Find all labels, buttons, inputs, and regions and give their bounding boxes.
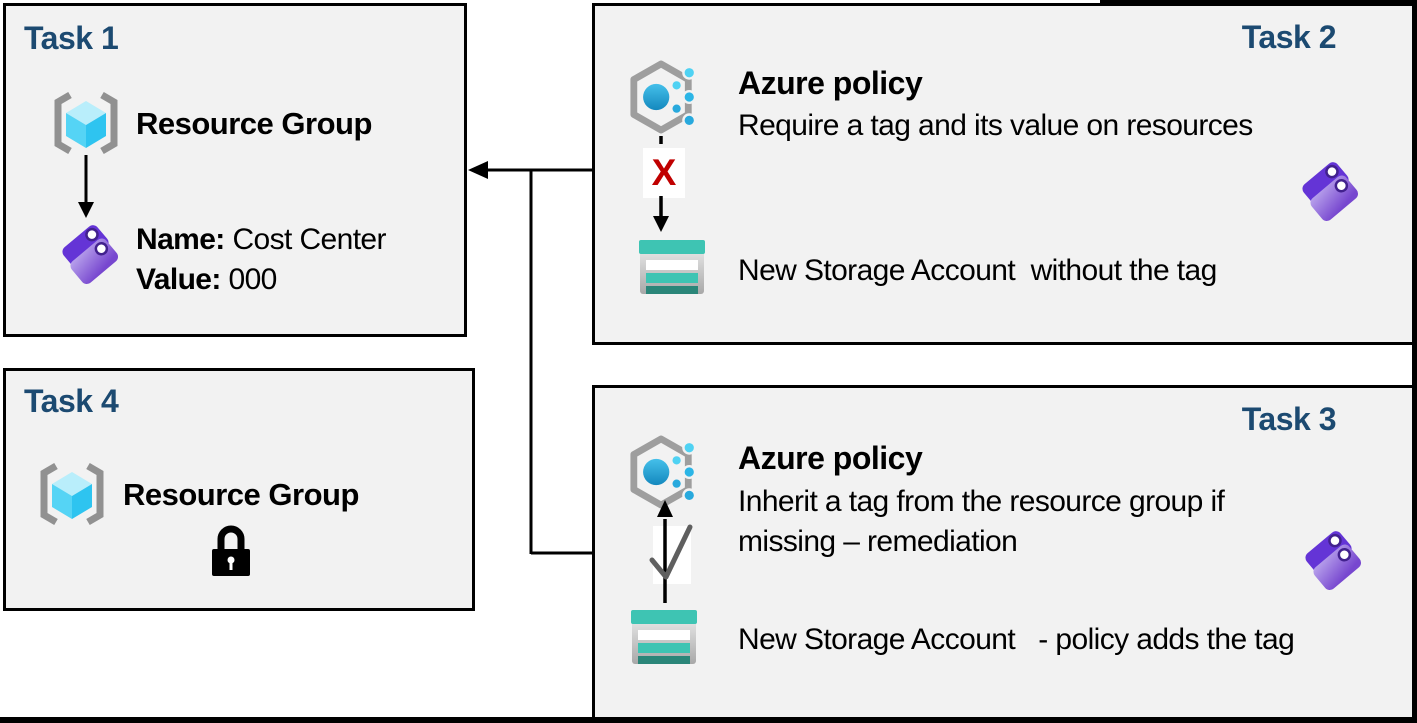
resource-group-icon (53, 92, 119, 154)
task1-box: Task 1 Resource Group (3, 3, 467, 337)
task2-storage-caption: New Storage Account without the tag (738, 254, 1217, 287)
task1-resource-group-label: Resource Group (136, 106, 372, 141)
task4-resource-group-label: Resource Group (123, 477, 359, 512)
storage-account-icon (631, 609, 697, 666)
tag-icon (1298, 161, 1360, 227)
task2-policy-description: Require a tag and its value on resources (738, 109, 1253, 142)
tag-value-value: 000 (228, 263, 278, 296)
checkmark-panel (653, 526, 691, 584)
tag-name-line: Name: Cost Center (136, 220, 387, 260)
rejection-x-mark: X (651, 152, 677, 193)
task3-policy-name: Azure policy (738, 440, 923, 476)
tag-icon (58, 224, 120, 290)
task3-policy-description-line1: Inherit a tag from the resource group if (738, 485, 1225, 518)
azure-policy-icon (628, 433, 698, 511)
rejection-mark-panel: X (643, 148, 685, 198)
top-edge-bar-thick (1100, 0, 1169, 5)
task4-title: Task 4 (24, 383, 119, 419)
resource-group-icon (39, 463, 105, 525)
task3-policy-description-line2: missing – remediation (738, 525, 1018, 558)
task2-policy-name: Azure policy (738, 65, 923, 101)
task3-storage-caption: New Storage Account - policy adds the ta… (738, 623, 1295, 656)
tag-name-label: Name: (136, 223, 233, 256)
tag-value-label: Value: (136, 263, 229, 296)
task2-box: Task 2 Azure policy Require a tag and it… (592, 3, 1417, 345)
storage-account-icon (639, 239, 705, 296)
task1-title: Task 1 (24, 20, 119, 56)
tag-value-line: Value: 000 (136, 260, 277, 300)
task2-title: Task 2 (1241, 19, 1337, 55)
lock-icon (209, 522, 253, 578)
top-edge-bar-thin (1169, 0, 1417, 3)
task3-box: Task 3 Azure policy Inherit a tag from t… (592, 385, 1417, 720)
azure-policy-icon (628, 58, 698, 136)
right-edge-bar (1412, 0, 1417, 723)
arrow-connector-to-task1 (468, 161, 592, 555)
bottom-edge-bar (0, 717, 1417, 723)
task4-box: Task 4 Resource Group (3, 368, 475, 611)
tag-icon (1301, 530, 1363, 596)
tag-name-value: Cost Center (232, 223, 386, 256)
task3-title: Task 3 (1241, 401, 1337, 437)
